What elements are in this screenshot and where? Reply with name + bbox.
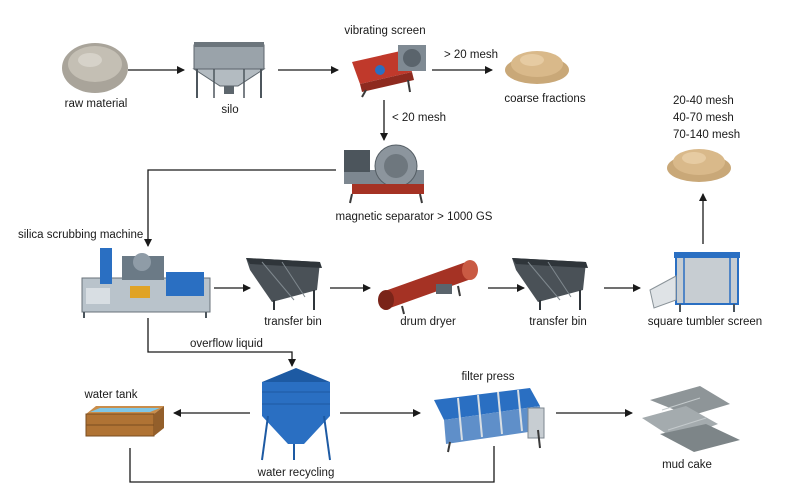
mud-cake-label: mud cake	[662, 459, 712, 471]
mud-cake-image	[642, 386, 740, 452]
transfer-bin-label: transfer bin	[264, 316, 322, 328]
product-size-1: 20-40 mesh	[673, 95, 734, 107]
product-size-2: 40-70 mesh	[673, 112, 734, 124]
magnetic-separator-label: magnetic separator > 1000 GS	[335, 211, 493, 223]
silica-scrubbing-machine-image	[81, 248, 211, 318]
water-tank-image	[85, 406, 164, 437]
water-tank-label: water tank	[84, 389, 138, 401]
arrow-overflow-to-water-recycling	[147, 318, 296, 367]
sand-product-image	[667, 149, 731, 182]
water-recycling-tank-image	[261, 368, 331, 461]
raw-material-image	[62, 43, 128, 93]
silica-scrubbing-machine-label: silica scrubbing machine	[18, 229, 144, 241]
water-recycling-label: water recycling	[257, 467, 335, 479]
transfer-bin-image	[246, 258, 322, 310]
coarse-fractions-label: coarse fractions	[504, 93, 586, 105]
transfer-bin-image-2	[512, 258, 588, 310]
square-tumbler-screen-label: square tumbler screen	[647, 316, 763, 328]
overflow-liquid-label: overflow liquid	[190, 338, 263, 350]
over-20-mesh-label: > 20 mesh	[444, 49, 499, 61]
drum-dryer-image	[378, 260, 478, 315]
vibrating-screen-label: vibrating screen	[344, 25, 426, 37]
filter-press-image	[434, 388, 545, 453]
silo-label: silo	[221, 104, 239, 116]
product-size-3: 70-140 mesh	[673, 129, 741, 141]
transfer-bin-label-2: transfer bin	[529, 316, 587, 328]
magnetic-separator-image	[344, 144, 424, 204]
square-tumbler-screen-image	[649, 252, 740, 312]
silo-image	[192, 42, 266, 98]
raw-material-label: raw material	[64, 98, 128, 110]
arrow-magnetic-to-scrubbing	[144, 169, 336, 247]
filter-press-label: filter press	[461, 371, 515, 383]
vibrating-screen-image	[352, 45, 426, 98]
return-line-filter-press-to-tank	[129, 446, 495, 483]
drum-dryer-label: drum dryer	[400, 316, 456, 328]
coarse-fractions-image	[505, 51, 569, 84]
under-20-mesh-label: < 20 mesh	[392, 112, 447, 124]
